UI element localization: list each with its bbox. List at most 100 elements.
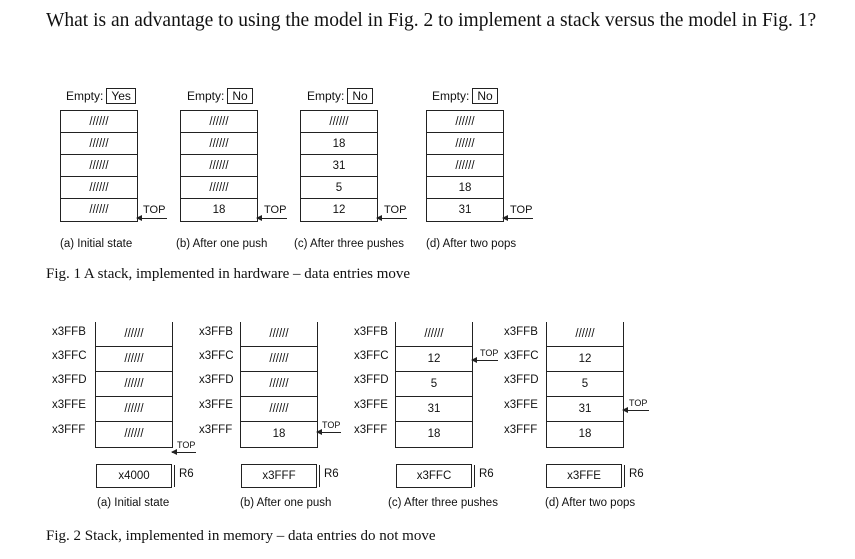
address-label: x3FFD [354,374,389,386]
stack-cell: ////// [427,133,503,155]
address-label: x3FFE [52,399,86,411]
address-label: x3FFE [354,399,388,411]
stack-cell: 18 [578,428,592,440]
top-arrow-icon [316,429,341,435]
empty-value: Yes [106,88,136,104]
address-label: x3FFD [52,374,87,386]
stack-cell: ////// [96,322,172,347]
address-label: x3FFE [199,399,233,411]
hw-stack: ////// 18 31 5 12 [300,110,378,222]
address-label: x3FFB [354,326,388,338]
stack-cell: ////// [427,155,503,177]
address-label: x3FFD [199,374,234,386]
stack-cell: ////// [96,372,172,397]
top-label: TOP [384,204,407,216]
top-label: TOP [480,348,499,358]
stack-cell: ////// [61,155,137,177]
stack-cell: ////// [241,372,317,397]
stack-cell: 12 [332,204,346,216]
stack-cell: ////// [427,111,503,133]
stack-cell: ////// [96,347,172,372]
top-label: TOP [143,204,166,216]
address-label: x3FFF [354,424,388,436]
stack-cell: ////// [301,111,377,133]
stack-cell: ////// [96,397,172,422]
r6-register-name: R6 [474,465,494,487]
subcaption: (b) After one push [176,238,268,250]
top-label: TOP [264,204,287,216]
top-arrow-icon [136,215,167,221]
r6-register-name: R6 [174,465,194,487]
r6-register-name: R6 [624,465,644,487]
top-label: TOP [510,204,533,216]
empty-indicator: Empty:No [187,88,253,104]
subcaption: (c) After three pushes [388,497,498,509]
stack-cell: 12 [396,347,472,372]
stack-cell: 5 [396,372,472,397]
top-arrow-icon [502,215,533,221]
top-arrow-icon [471,357,498,363]
address-label: x3FFE [504,399,538,411]
top-arrow-icon [376,215,407,221]
stack-cell: 18 [427,177,503,199]
stack-cell: ////// [89,204,109,216]
stack-cell: ////// [181,111,257,133]
memory-stack: ////// ////// ////// ////// ////// [95,322,173,448]
address-label: x3FFF [199,424,233,436]
stack-cell: 18 [212,204,226,216]
stack-cell: ////// [181,133,257,155]
hw-stack: ////// ////// ////// ////// 18 [180,110,258,222]
fig1-caption: Fig. 1 A stack, implemented in hardware … [46,266,411,282]
stack-cell: 31 [301,155,377,177]
r6-register-value: x3FFE [546,464,622,488]
stack-cell: 31 [458,204,472,216]
stack-cell: ////// [61,111,137,133]
address-label: x3FFC [52,350,87,362]
hw-stack: ////// ////// ////// ////// ////// [60,110,138,222]
stack-cell: 18 [427,428,441,440]
memory-stack: ////// 12 5 31 18 [546,322,624,448]
empty-label: Empty: [307,89,345,103]
empty-value: No [472,88,498,104]
address-label: x3FFF [504,424,538,436]
subcaption: (d) After two pops [426,238,517,250]
hw-stack: ////// ////// ////// 18 31 [426,110,504,222]
address-label: x3FFB [504,326,538,338]
stack-cell: ////// [396,322,472,347]
stack-cell: ////// [61,133,137,155]
top-label: TOP [629,398,648,408]
subcaption: (c) After three pushes [294,238,404,250]
address-label: x3FFC [504,350,539,362]
empty-indicator: Empty:No [432,88,498,104]
empty-indicator: Empty:No [307,88,373,104]
subcaption: (d) After two pops [545,497,636,509]
stack-cell: 12 [547,347,623,372]
address-label: x3FFC [199,350,234,362]
r6-register-value: x3FFF [241,464,317,488]
stack-cell: 18 [301,133,377,155]
stack-cell: 31 [396,397,472,422]
stack-cell: 31 [547,397,623,422]
memory-stack: ////// ////// ////// ////// 18 [240,322,318,448]
top-arrow-icon [622,407,649,413]
r6-register-value: x4000 [96,464,172,488]
address-label: x3FFB [52,326,86,338]
subcaption: (a) Initial state [97,497,170,509]
empty-label: Empty: [432,89,470,103]
stack-cell: ////// [241,322,317,347]
stack-cell: ////// [241,397,317,422]
stack-cell: 5 [547,372,623,397]
subcaption: (b) After one push [240,497,332,509]
empty-label: Empty: [187,89,225,103]
empty-value: No [227,88,253,104]
empty-value: No [347,88,373,104]
stack-cell: ////// [547,322,623,347]
address-label: x3FFD [504,374,539,386]
top-arrow-icon [171,449,196,455]
question-text: What is an advantage to using the model … [46,10,817,31]
top-label: TOP [177,440,196,450]
empty-label: Empty: [66,89,104,103]
stack-cell: ////// [181,155,257,177]
empty-indicator: Empty:Yes [66,88,136,104]
stack-cell: ////// [61,177,137,199]
